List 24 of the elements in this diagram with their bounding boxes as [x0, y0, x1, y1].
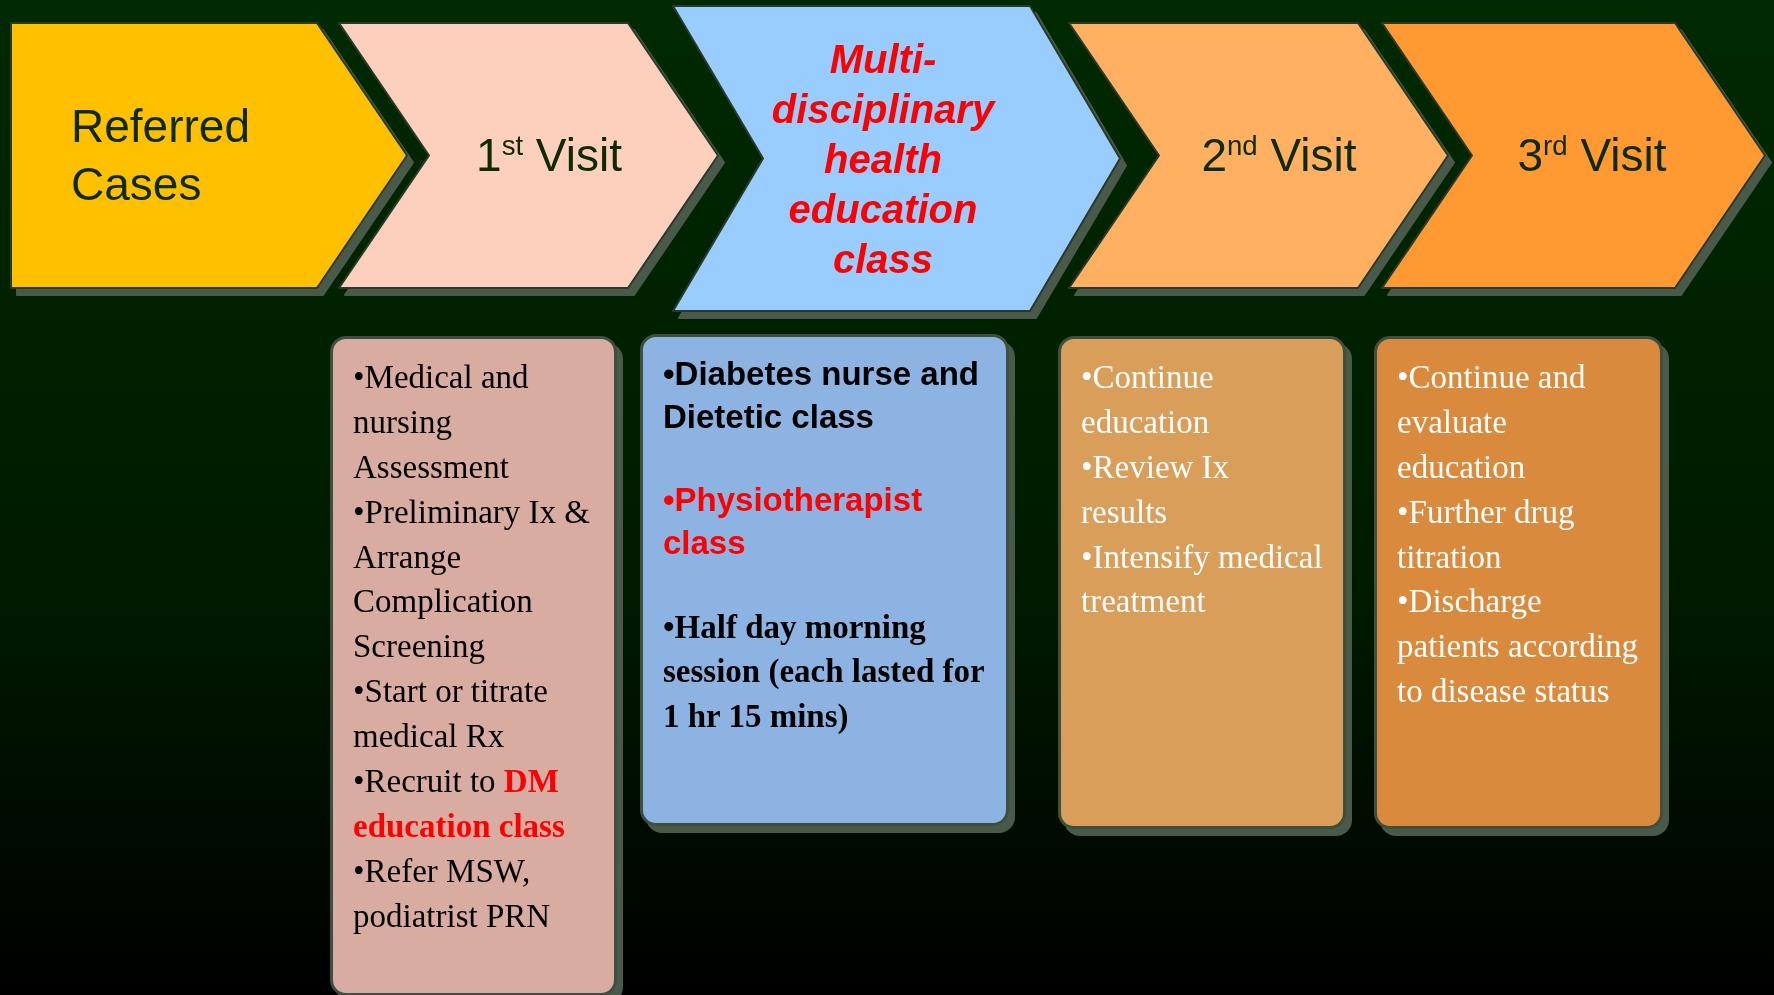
bullet-text: •Medical and nursing Assessment — [353, 358, 530, 487]
chevron-step — [11, 23, 407, 288]
chevron-step — [673, 6, 1120, 311]
bullet-text: •Half day morning session (each lasted for 1 hr 15 mins) — [663, 607, 986, 737]
bullet-text: •Preliminary Ix & Arrange Complication Screening — [353, 492, 591, 667]
bullet-text: •Physiotherapist class — [663, 479, 924, 563]
bullet-text: •Diabetes nurse and Dietetic class — [663, 354, 980, 437]
bullet-text: •Continue education — [1081, 358, 1215, 442]
bullet-text: •Discharge patients according to disease status — [1397, 582, 1639, 712]
bullet-text: •Start or titrate medical Rx — [353, 672, 549, 756]
chevron-step — [1069, 23, 1448, 288]
bullet-text: •Intensify medical treatment — [1081, 537, 1323, 622]
chevron-step — [1382, 23, 1765, 288]
bullet-text: •Continue and evaluate education — [1397, 358, 1587, 487]
bullet-text: •Further drug titration — [1397, 492, 1576, 577]
bullet-text: •Recruit to DM education class — [353, 761, 566, 846]
bullet-text: •Review Ix results — [1081, 447, 1231, 532]
step-label: Multi-disciplinary health education class — [770, 35, 997, 283]
step-label: 2$^{nd}$ Visit — [1201, 127, 1357, 183]
chevron-step — [339, 23, 718, 288]
step-label: 3$^{rd}$ Visit — [1517, 127, 1667, 183]
bullet-text: •Refer MSW, podiatrist PRN — [353, 851, 552, 936]
step-label: 1$^{st}$ Visit — [476, 127, 622, 183]
step-label: Referred Cases — [71, 99, 251, 212]
